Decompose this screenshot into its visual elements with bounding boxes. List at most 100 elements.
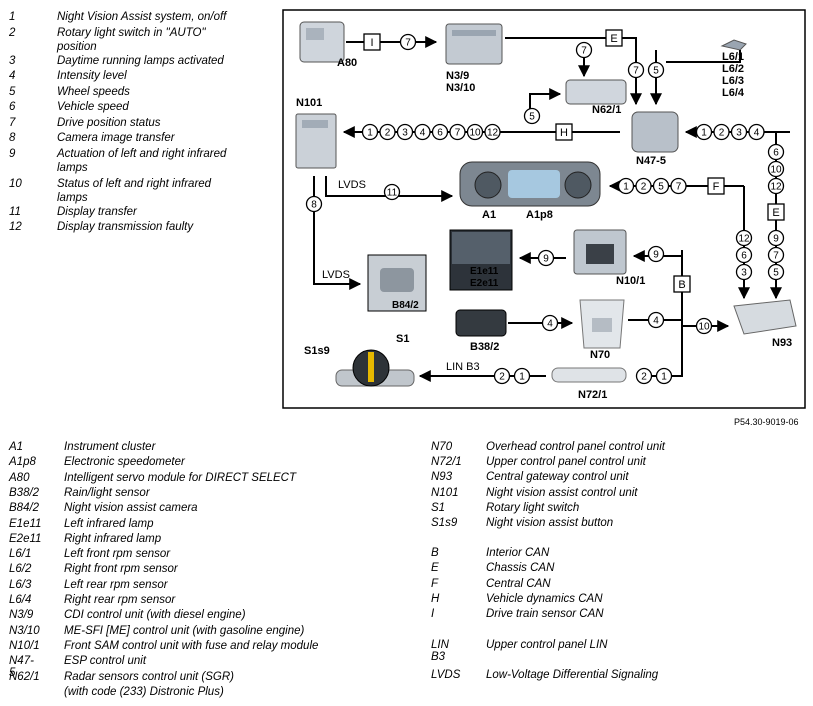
l6-rpm-sensor-image	[720, 39, 747, 51]
signal-number: 6	[741, 251, 747, 262]
reference-description: Overhead control panel control unit	[486, 441, 665, 453]
reference-code: N62/1	[9, 670, 40, 683]
label-l6-1: L6/1	[722, 51, 744, 63]
reference-description: Rotary light switch	[486, 502, 580, 514]
signal-circle	[466, 123, 484, 141]
signal-number: 4	[420, 128, 426, 139]
reference-code: N47-5	[9, 655, 34, 680]
reference-code: E2e11	[9, 532, 42, 545]
reference-description: Chassis CAN	[486, 562, 555, 574]
reference-code: N72/1	[431, 456, 462, 468]
signal-circle	[431, 123, 449, 141]
legend-text: Rotary light switch in "AUTO" position	[57, 27, 206, 53]
n475-esp-image	[631, 111, 679, 153]
label-s1: S1	[396, 333, 409, 345]
bus-linb3: LIN B3	[446, 361, 480, 373]
reference-description: Radar sensors control unit (SGR)	[64, 670, 235, 683]
signal-number: 6	[437, 128, 443, 139]
label-n10-1: N10/1	[616, 275, 645, 287]
legend-text: Wheel speeds	[57, 86, 130, 98]
n93-gateway-image	[733, 299, 797, 335]
n62-radar-control-image	[565, 79, 627, 105]
signal-circle	[767, 246, 785, 264]
reference-description: Low-Voltage Differential Signaling	[486, 669, 659, 681]
reference-description: Central gateway control unit	[486, 471, 629, 483]
label-n62: N62/1	[592, 104, 621, 116]
signal-number: 3	[736, 128, 742, 139]
signal-number: 7	[455, 128, 461, 139]
signal-number: 5	[653, 66, 659, 77]
signal-circle	[523, 107, 541, 125]
signal-number: 7	[633, 66, 639, 77]
reference-description: Right rear rpm sensor	[64, 594, 176, 606]
legend-number: 8	[9, 132, 16, 144]
reference-description: Interior CAN	[486, 547, 550, 559]
reference-description: (with code (233) Distronic Plus)	[64, 685, 224, 698]
reference-description: Night vision assist button	[486, 517, 614, 529]
signal-number: 9	[653, 250, 659, 261]
reference-code: S1	[431, 502, 446, 514]
signal-number: 2	[385, 128, 391, 139]
a1-instrument-cluster-image	[459, 161, 601, 207]
signal-number: 12	[770, 182, 782, 193]
signal-number: 5	[658, 182, 664, 193]
signal-circle	[414, 123, 431, 141]
reference-description: Instrument cluster	[64, 441, 156, 453]
bus-box-label: E	[772, 207, 779, 219]
reference-description: ESP control unit	[64, 655, 147, 668]
reference-description: Front SAM control unit with fuse and rel…	[64, 639, 319, 652]
signal-number: 12	[738, 234, 750, 245]
signal-number: 9	[773, 234, 779, 245]
signal-circle	[635, 177, 652, 195]
reference-code: A1p8	[9, 456, 36, 469]
label-l6-3: L6/3	[722, 75, 744, 87]
signal-number: 1	[367, 128, 373, 139]
label-s1s9: S1s9	[304, 345, 330, 357]
reference-description: Right front rpm sensor	[64, 563, 178, 576]
signal-circle	[767, 263, 785, 281]
bus-box-f	[707, 177, 725, 195]
label-a1p8: A1p8	[526, 209, 553, 221]
reference-code: B38/2	[9, 486, 40, 499]
reference-description: Left front rpm sensor	[64, 548, 171, 561]
signal-circle	[713, 123, 730, 141]
signal-number: 10	[770, 165, 782, 176]
label-n475: N47-5	[636, 155, 666, 167]
reference-code: N93	[431, 471, 453, 483]
reference-code: L6/2	[9, 563, 32, 576]
reference-description: Left rear rpm sensor	[64, 578, 168, 591]
legend-text: Display transmission faulty	[57, 221, 194, 233]
signal-number: 2	[499, 372, 505, 383]
reference-description: Vehicle dynamics CAN	[486, 593, 603, 605]
bus-box-label: E	[610, 33, 617, 45]
reference-description: Left infrared lamp	[64, 517, 154, 530]
signal-number: 12	[487, 128, 499, 139]
signal-number: 4	[547, 319, 553, 330]
legend-row: 5 Wheel speeds	[9, 85, 289, 115]
signal-circle	[484, 123, 501, 141]
legend-number: 12	[9, 221, 22, 233]
legend-number: 5	[9, 86, 16, 98]
reference-code: E1e11	[9, 517, 42, 530]
legend-text: Status of left and right infrared lamps	[57, 178, 212, 204]
reference-code: I	[431, 608, 435, 620]
reference-description: Drive train sensor CAN	[486, 608, 604, 620]
signal-number: 5	[773, 268, 779, 279]
signal-number: 1	[661, 372, 667, 383]
signal-circle	[305, 195, 323, 213]
reference-code: N101	[431, 487, 459, 499]
signal-number: 1	[623, 182, 629, 193]
document-id: P54.30-9019-06	[734, 417, 799, 427]
signal-circle	[647, 61, 665, 79]
label-l6-4: L6/4	[722, 87, 745, 99]
label-e1e11: E1e11	[470, 266, 499, 277]
signal-circle	[493, 367, 511, 385]
signal-number: 7	[405, 38, 411, 49]
